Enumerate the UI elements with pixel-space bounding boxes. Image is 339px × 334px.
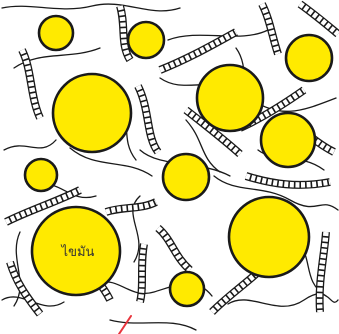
fat-globule [163, 154, 209, 200]
fiber-strand [4, 140, 56, 150]
protein-chain [300, 4, 338, 34]
fat-globule [39, 16, 73, 50]
fat-globule [53, 74, 131, 152]
protein-chain [262, 4, 278, 54]
fat-globule-label: ไขมัน [61, 244, 95, 260]
fat-globule [197, 65, 263, 131]
fat-globule [170, 272, 204, 306]
fiber-strand [70, 148, 152, 176]
fat-globule [128, 22, 164, 58]
fat-globule [229, 197, 309, 277]
pointer-line [119, 316, 131, 334]
fat-globule [261, 113, 315, 167]
fat-globule [286, 35, 332, 81]
fiber-strand [2, 4, 180, 11]
fat-globule [25, 159, 57, 191]
